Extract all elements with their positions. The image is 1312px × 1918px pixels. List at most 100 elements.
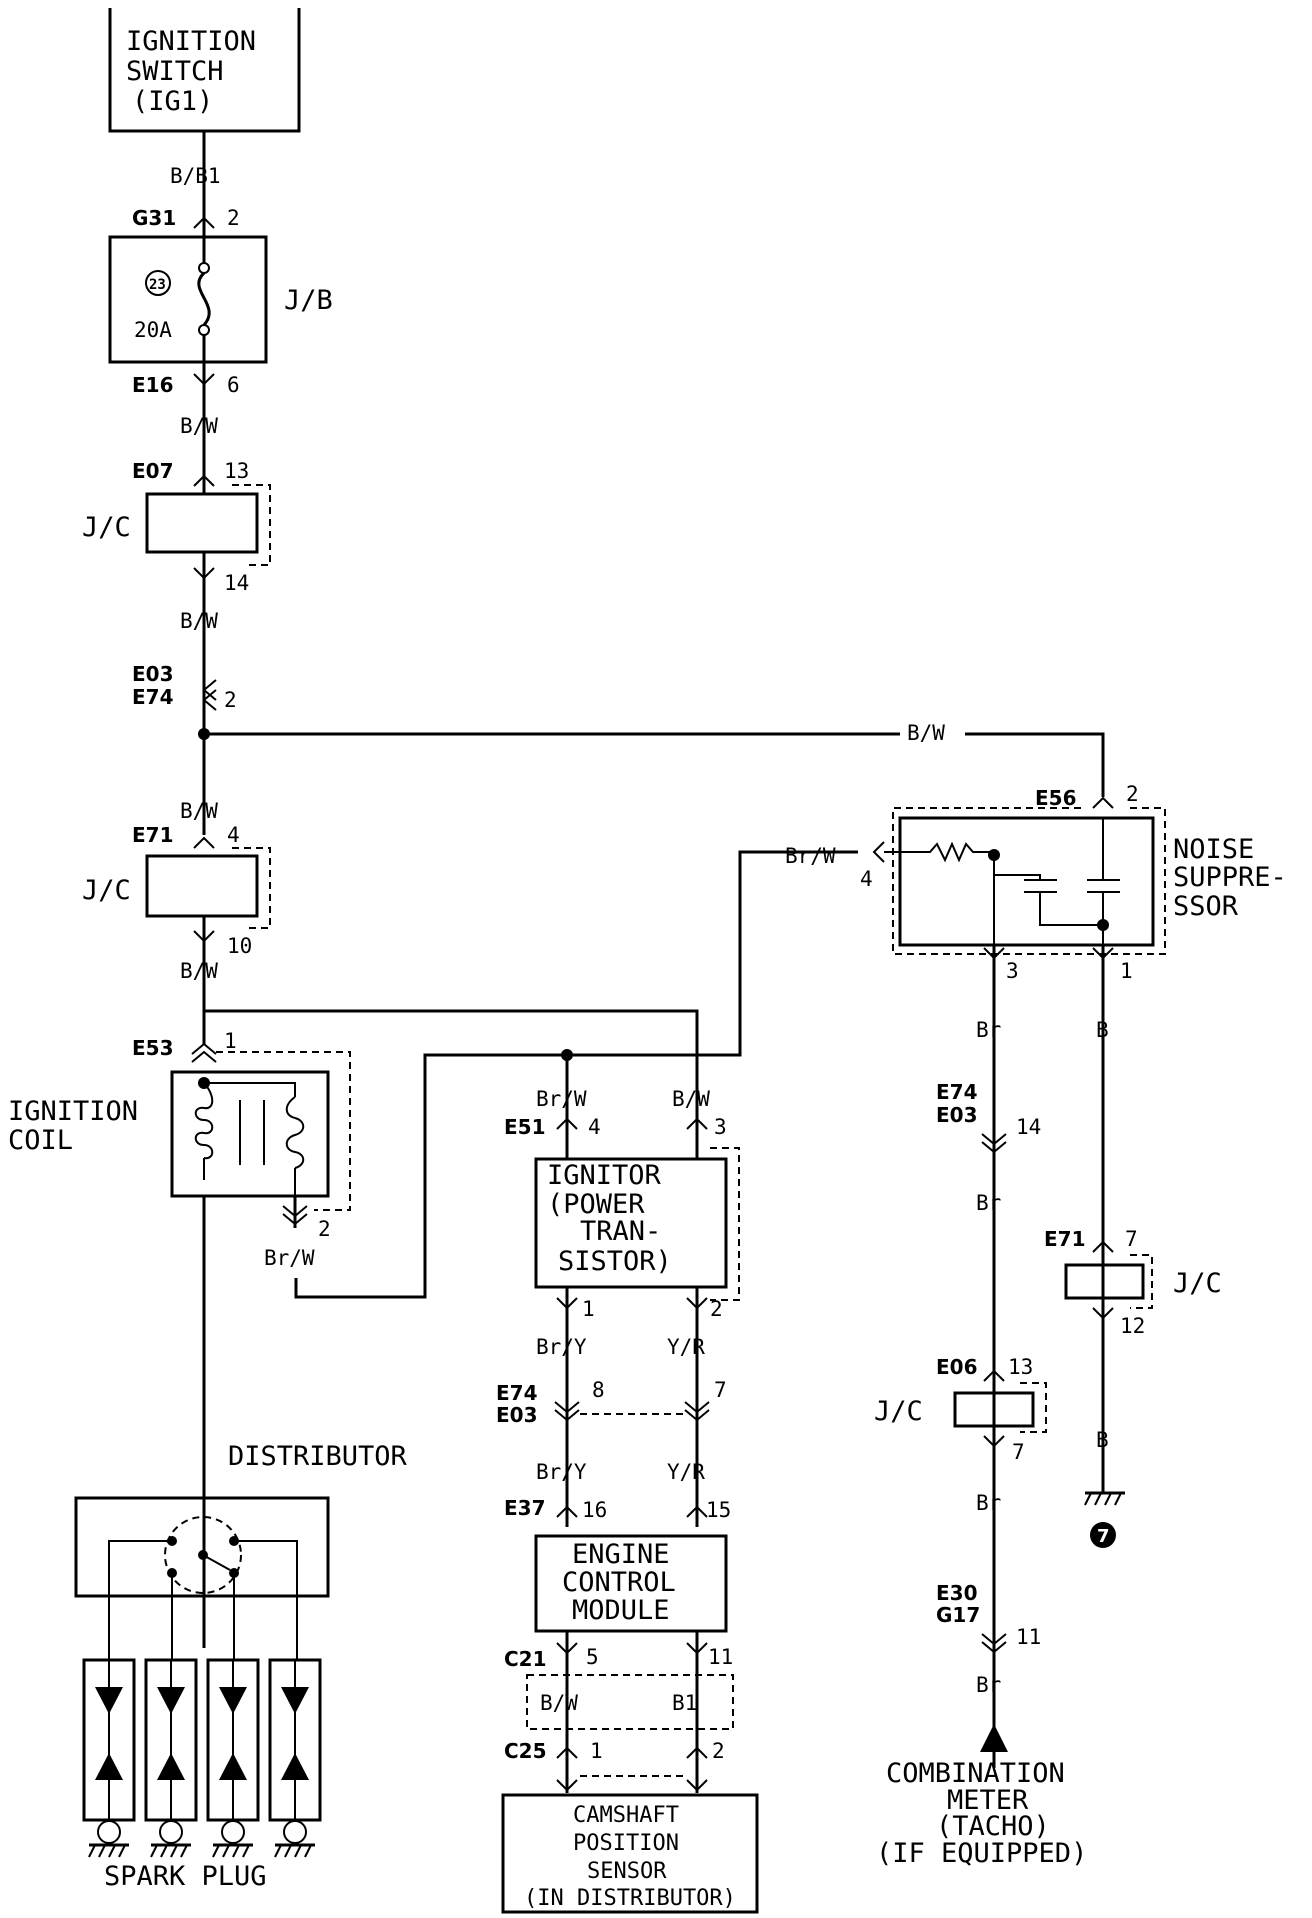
svg-text:TRAN-: TRAN- [580,1216,661,1247]
connector-e56: E56 [1035,786,1077,810]
spark-plugs [82,1658,322,1859]
noise-suppressor [884,807,1166,955]
ignitor: IGNITOR (POWER TRAN- SISTOR) [534,1112,740,1301]
svg-text:11: 11 [708,1645,733,1669]
svg-text:5: 5 [586,1645,599,1669]
ignition-switch: IGNITION SWITCH (IG1) [108,8,301,133]
connector-e07: E07 [132,459,174,483]
svg-text:B/W: B/W [180,799,218,823]
connector-e30: E30 [936,1581,978,1605]
connector-e71: E71 [132,823,174,847]
connector-g17: G17 [936,1603,980,1627]
svg-text:Br/W: Br/W [536,1087,587,1111]
svg-text:1: 1 [224,1029,237,1053]
svg-text:Br/W: Br/W [264,1246,315,1270]
svg-text:8: 8 [592,1378,605,1402]
svg-text:1: 1 [1120,959,1133,983]
fuse-number-badge [145,270,171,296]
svg-text:13: 13 [1008,1355,1033,1379]
svg-text:CONTROL: CONTROL [562,1567,676,1598]
junction-block: 23 20A [108,224,268,375]
connector-e74-right: E74 [936,1080,978,1104]
ground-point-badge [1090,1522,1116,1548]
svg-text:B: B [1096,1428,1109,1452]
svg-text:12: 12 [1120,1314,1145,1338]
svg-text:NOISE: NOISE [1173,834,1254,865]
connector-e03: E03 [132,662,174,686]
ignition-coil [170,1051,351,1211]
svg-text:23: 23 [149,277,166,293]
svg-text:J/C: J/C [874,1396,923,1427]
svg-text:13: 13 [224,459,249,483]
svg-text:(IN DISTRIBUTOR): (IN DISTRIBUTOR) [524,1886,736,1911]
svg-text:ENGINE: ENGINE [572,1539,670,1570]
svg-text:2: 2 [318,1217,331,1241]
svg-text:Br: Br [976,1191,1001,1215]
svg-text:COIL: COIL [8,1125,73,1156]
svg-text:3: 3 [714,1115,727,1139]
svg-text:J/C: J/C [82,512,131,543]
svg-text:J/C: J/C [1173,1268,1222,1299]
connector-g31: G31 [132,206,176,230]
svg-text:Br: Br [976,1491,1001,1515]
svg-text:CAMSHAFT: CAMSHAFT [573,1803,679,1828]
svg-text:(POWER: (POWER [547,1189,645,1220]
wire-label-bw-suppressor: B/W [907,721,945,745]
svg-text:J/C: J/C [82,875,131,906]
svg-text:2: 2 [1126,782,1139,806]
svg-text:7: 7 [714,1378,727,1402]
joint-connector-e71 [145,847,271,929]
connector-e74-mid: E74 [496,1381,538,1405]
svg-text:10: 10 [227,934,252,958]
svg-text:6: 6 [227,373,240,397]
svg-text:7: 7 [1012,1440,1025,1464]
svg-text:SISTOR): SISTOR) [558,1246,672,1277]
joint-connector-e06 [953,1382,1047,1433]
connector-e74: E74 [132,685,174,709]
svg-text:3: 3 [1006,959,1019,983]
svg-text:METER: METER [947,1785,1029,1816]
connector-e16: E16 [132,373,174,397]
distributor-label: DISTRIBUTOR [228,1441,408,1472]
connector-g31-mark [193,216,215,229]
connector-e03-mid: E03 [496,1403,538,1427]
spark-plug-label: SPARK PLUG [104,1861,267,1892]
camshaft-position-sensor: CAMSHAFT POSITION SENSOR (IN DISTRIBUTOR… [501,1793,759,1914]
svg-text:B/W: B/W [540,1691,578,1715]
svg-text:IGNITION: IGNITION [8,1096,138,1127]
svg-text:2: 2 [712,1739,725,1763]
wire-label-bb1: B/B1 [170,164,221,188]
svg-text:B/W: B/W [180,609,218,633]
connector-e03-right: E03 [936,1103,978,1127]
svg-text:Br/Y: Br/Y [536,1335,587,1359]
connector-e06: E06 [936,1355,978,1379]
svg-text:4: 4 [860,867,873,891]
svg-text:MODULE: MODULE [572,1595,670,1626]
svg-text:B/W: B/W [672,1087,710,1111]
svg-text:1: 1 [590,1739,603,1763]
connector-c21: C21 [504,1647,547,1671]
joint-connector-e71-right [1064,1254,1153,1309]
ground-icon [1083,1491,1127,1507]
svg-text:2: 2 [227,206,240,230]
connector-e53: E53 [132,1036,174,1060]
svg-text:(IF EQUIPPED): (IF EQUIPPED) [876,1838,1087,1869]
svg-text:Br/W: Br/W [785,844,836,868]
svg-text:4: 4 [227,823,240,847]
svg-text:Br: Br [976,1673,1001,1697]
svg-text:7: 7 [1097,1526,1110,1547]
connector-c25: C25 [504,1739,547,1763]
svg-text:SWITCH: SWITCH [126,56,224,87]
svg-text:Y/R: Y/R [667,1460,705,1484]
combination-meter: COMBINATION METER (TACHO) (IF EQUIPPED) [876,1758,1087,1869]
svg-text:14: 14 [1016,1115,1041,1139]
connector-e37: E37 [504,1496,546,1520]
svg-text:B/W: B/W [180,959,218,983]
fuse-rating: 20A [134,318,172,342]
meter-arrow-icon [980,1724,1008,1752]
svg-text:2: 2 [710,1297,723,1321]
svg-text:(IG1): (IG1) [132,86,213,117]
svg-text:SUPPRE-: SUPPRE- [1173,862,1287,893]
shield-dashed-box [526,1674,734,1730]
